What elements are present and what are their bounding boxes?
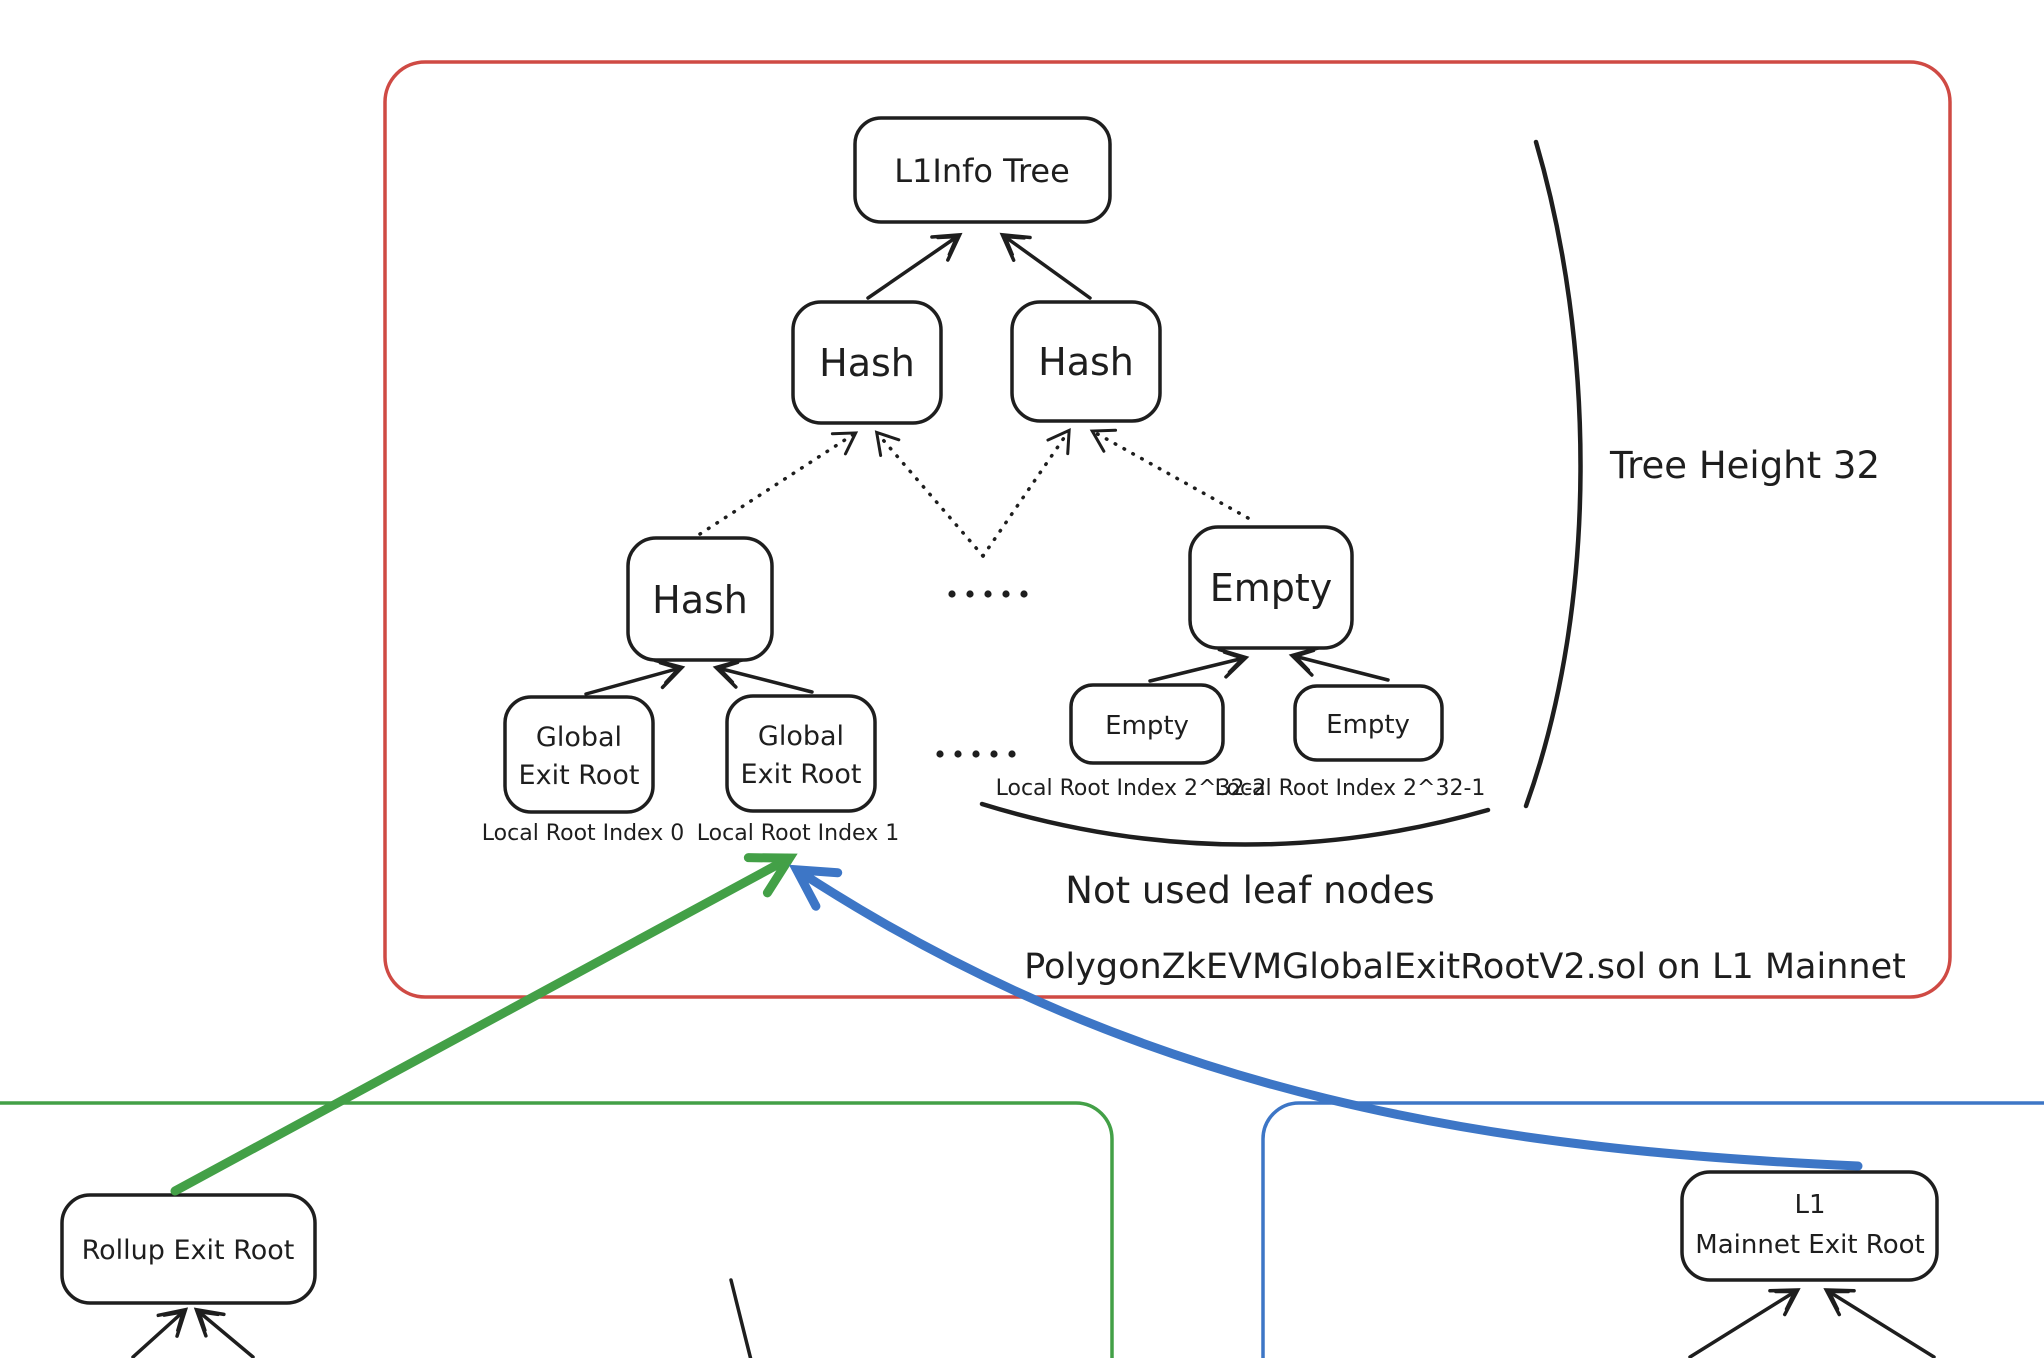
- label-not-used-leaf-nodes: Not used leaf nodes: [1065, 869, 1434, 912]
- mainnet-exit-tree-container: [1261, 1101, 2044, 1358]
- node-l1info-tree-label: L1Info Tree: [894, 152, 1070, 190]
- node-hash-level2-right: Hash: [1010, 300, 1162, 423]
- label-contract-name: PolygonZkEVMGlobalExitRootV2.sol on L1 M…: [1024, 947, 1906, 987]
- node-empty-level3-label: Empty: [1210, 566, 1333, 610]
- node-empty-leaf-0: Empty: [1069, 683, 1225, 765]
- rollup-exit-tree-container: [0, 1101, 1114, 1358]
- node-global-exit-root-0: Global Exit Root: [503, 695, 655, 814]
- edge-empty-leaf0-to-empty: [1148, 647, 1250, 683]
- node-empty-leaf0-label: Empty: [1105, 711, 1189, 741]
- label-local-root-index-0: Local Root Index 0: [482, 821, 684, 846]
- node-rollup-exit-root-label: Rollup Exit Root: [82, 1235, 295, 1266]
- rollup-to-ger1-arrow: [170, 853, 798, 1196]
- l1-mainnet-contract-container: [383, 60, 1952, 999]
- dotted-edge-mid-to-hash-right: [981, 427, 1071, 558]
- node-hash-level2-left: Hash: [791, 300, 943, 425]
- ellipsis-dots-leaf-level: [936, 750, 1016, 758]
- dotted-edge-hash3-to-hash-left: [698, 431, 859, 536]
- partial-line-in-rollup-box: [729, 1278, 753, 1358]
- tree-height-brace: [1523, 139, 1583, 809]
- edge-empty-leaf1-to-empty: [1288, 646, 1390, 682]
- node-ger0-line1: Global: [536, 722, 622, 753]
- mainnet-to-ger1-arrow: [788, 864, 1863, 1171]
- edge-ger1-to-hash: [712, 658, 814, 694]
- node-ger1-line2: Exit Root: [741, 759, 862, 790]
- node-hash-level2-right-label: Hash: [1038, 340, 1134, 384]
- node-ger0-line2: Exit Root: [519, 760, 640, 791]
- not-used-underbrace: [979, 801, 1491, 847]
- edge-to-mainnet-left: [1688, 1288, 1801, 1358]
- node-l1-mainnet-line1: L1: [1794, 1190, 1825, 1220]
- label-tree-height: Tree Height 32: [1609, 444, 1880, 487]
- node-global-exit-root-1: Global Exit Root: [725, 694, 877, 813]
- dotted-edge-empty3-to-hash-right: [1089, 428, 1250, 520]
- node-ger1-line1: Global: [758, 721, 844, 752]
- label-local-root-index-2-32-1: Local Root Index 2^32-1: [1215, 776, 1486, 801]
- edge-hash-left-to-root: [866, 232, 963, 300]
- node-hash-level2-left-label: Hash: [819, 341, 915, 385]
- edge-to-rollup-right: [193, 1307, 255, 1358]
- node-empty-level3: Empty: [1188, 525, 1354, 650]
- dotted-edge-mid-to-hash-left: [874, 430, 985, 558]
- ellipsis-dots-mid-level: [948, 590, 1028, 598]
- edge-hash-right-to-root: [999, 232, 1092, 300]
- edge-ger0-to-hash: [584, 658, 686, 696]
- edge-to-mainnet-right: [1823, 1288, 1936, 1358]
- edge-to-rollup-left: [131, 1307, 189, 1358]
- label-local-root-index-1: Local Root Index 1: [697, 821, 899, 846]
- node-hash-level3-label: Hash: [652, 578, 748, 622]
- node-l1info-tree: L1Info Tree: [853, 116, 1112, 224]
- label-local-root-index-2-32-2: Local Root Index 2^32-2: [996, 776, 1267, 801]
- node-l1-mainnet-exit-root: L1 Mainnet Exit Root: [1680, 1170, 1939, 1282]
- node-empty-leaf-1: Empty: [1293, 684, 1444, 762]
- node-l1-mainnet-line2: Mainnet Exit Root: [1695, 1230, 1924, 1260]
- node-rollup-exit-root: Rollup Exit Root: [60, 1193, 317, 1305]
- node-hash-level3: Hash: [626, 536, 774, 662]
- node-empty-leaf1-label: Empty: [1326, 710, 1410, 740]
